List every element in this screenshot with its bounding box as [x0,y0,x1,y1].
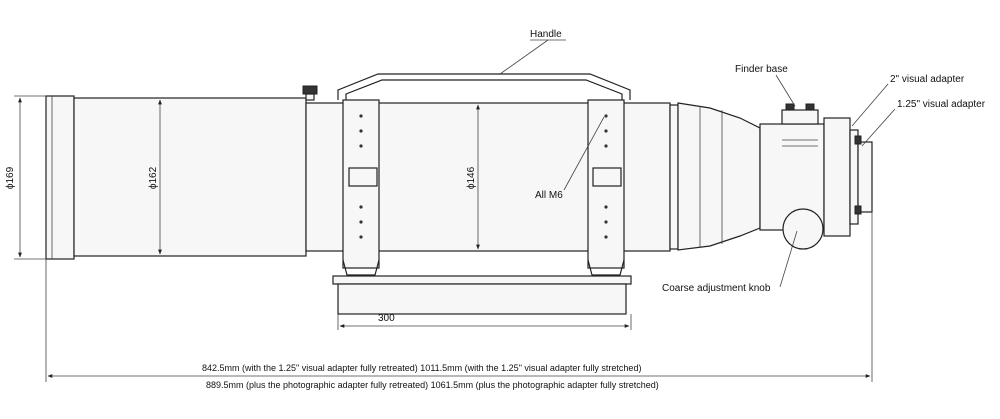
label-coarse-knob: Coarse adjustment knob [662,283,771,294]
length-line-2: 889.5mm (plus the photographic adapter f… [206,380,659,390]
all-m6-leader [563,116,605,191]
label-handle: Handle [530,29,562,40]
tube-ring-right [587,99,625,276]
focuser-assembly [677,102,873,251]
label-visual-125in: 1.25" visual adapter [897,99,986,110]
visual125-leader [861,108,896,147]
coarse-adjustment-knob-shape [782,208,824,250]
tube-ring-left [342,99,380,276]
finder-base [781,103,819,147]
finder-leader [775,74,796,107]
dim-text-169: ϕ169 [5,166,16,189]
dim-169 [14,95,46,260]
knob-leader [779,230,798,288]
dim-300 [337,314,632,330]
dim-text-162: ϕ162 [148,166,159,189]
label-finder-base: Finder base [735,64,788,75]
dew-shield [45,95,307,260]
dim-text-300: 300 [378,313,395,324]
length-line-1: 842.5mm (with the 1.25" visual adapter f… [202,363,641,373]
handle-leader [499,39,549,75]
handle [337,73,631,100]
dovetail-plate [332,275,632,315]
visual2-leader [851,83,889,127]
label-all-m6: All M6 [535,190,563,201]
dim-text-146: ϕ146 [466,166,477,189]
label-visual-2in: 2" visual adapter [890,74,965,85]
dim-overall-length [45,212,873,382]
dew-shield-lock-knob [302,85,318,101]
